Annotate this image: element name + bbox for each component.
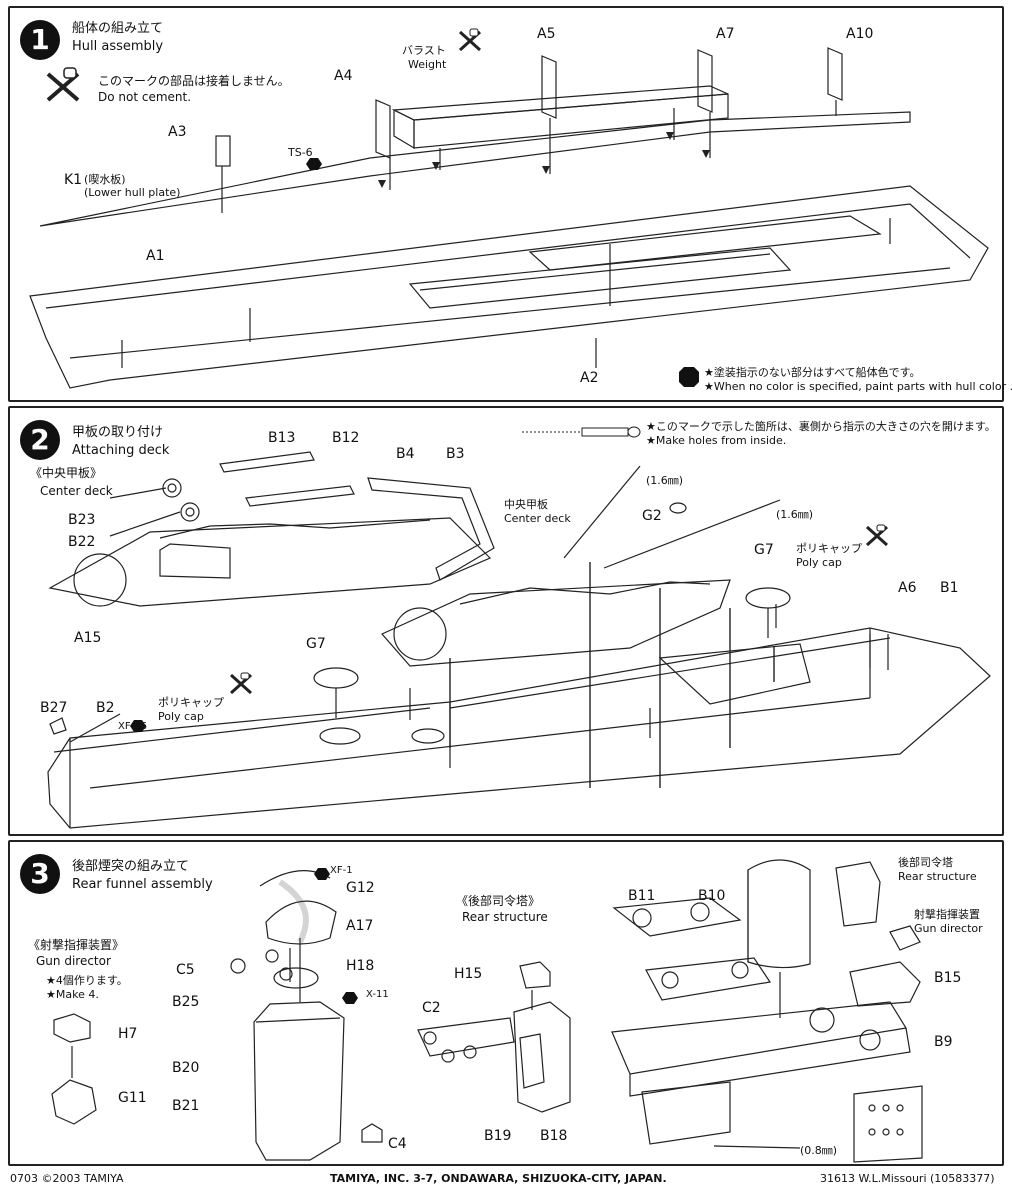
hole-size-2: (1.6㎜) [776, 508, 814, 521]
step2-number: 2 [20, 420, 60, 460]
gun-director-heading-jp: 《射撃指揮装置》 [28, 938, 125, 952]
step3-panel: 3 後部煙突の組み立て Rear funnel assembly 《射撃指揮装置… [8, 840, 1004, 1166]
part-label-h15: H15 [454, 966, 483, 982]
hull-assembly-drawing [29, 47, 989, 389]
part-label-h18: H18 [346, 958, 375, 974]
hull-color-icon [678, 366, 700, 388]
part-label-a1: A1 [146, 248, 165, 264]
gun-director2-jp: 射撃指揮装置 [914, 908, 980, 921]
footer-right: 31613 W.L.Missouri (10583377) [820, 1172, 995, 1185]
step1-number: 1 [20, 20, 60, 60]
rear-structure-heading-jp: 《後部司令塔》 [456, 894, 541, 908]
part-label-b2: B2 [96, 700, 115, 716]
paint-x11: X-11 [366, 989, 389, 1000]
part-label-b12: B12 [332, 430, 360, 446]
make-four-en: ★Make 4. [46, 988, 99, 1001]
make-four-jp: ★4個作ります。 [46, 974, 128, 987]
polycap-left-jp: ポリキャップ [158, 696, 224, 709]
step2-title-jp: 甲板の取り付け [72, 425, 164, 440]
polycap-left-en: Poly cap [158, 710, 204, 723]
part-label-a10: A10 [846, 26, 874, 42]
footer-left: 0703 ©2003 TAMIYA [10, 1172, 124, 1185]
part-label-a17: A17 [346, 918, 374, 934]
part-label-b18: B18 [540, 1128, 568, 1144]
polycap-right-en: Poly cap [796, 556, 842, 569]
center-deck-heading-en: Center deck [40, 484, 113, 498]
part-label-g7-left: G7 [306, 636, 326, 652]
rear-structure2-en: Rear structure [898, 870, 977, 883]
part-label-a2: A2 [580, 370, 599, 386]
part-label-g7-right: G7 [754, 542, 774, 558]
center-deck2-jp: 中央甲板 [504, 498, 548, 511]
center-deck-heading-jp: 《中央甲板》 [30, 466, 103, 480]
gun-director-heading-en: Gun director [36, 954, 111, 968]
part-label-b22: B22 [68, 534, 96, 550]
hull-color-note-en: ★When no color is specified, paint parts… [704, 380, 1012, 393]
gun-director2-en: Gun director [914, 922, 983, 935]
part-label-a7: A7 [716, 26, 735, 42]
part-label-g12: G12 [346, 880, 375, 896]
footer-center: TAMIYA, INC. 3-7, ONDAWARA, SHIZUOKA-CIT… [330, 1172, 667, 1185]
k1-desc-jp: (喫水板) [84, 173, 126, 186]
ballast-label-jp: バラスト [402, 44, 446, 57]
drill-hole-note-jp: ★このマークで示した箇所は、裏側から指示の大きさの穴を開けます。 [646, 420, 996, 433]
no-cement-icon [40, 66, 86, 106]
polycap-right-jp: ポリキャップ [796, 542, 862, 555]
part-label-c4: C4 [388, 1136, 407, 1152]
part-label-g2: G2 [642, 508, 662, 524]
rear-structure-heading-en: Rear structure [462, 910, 548, 924]
part-label-c2: C2 [422, 1000, 441, 1016]
part-label-b4: B4 [396, 446, 415, 462]
hole-size-1: (1.6㎜) [646, 474, 684, 487]
part-label-b13: B13 [268, 430, 296, 446]
no-cement-icon [228, 672, 254, 696]
part-label-b20: B20 [172, 1060, 200, 1076]
part-label-a4: A4 [334, 68, 353, 84]
step3-title-en: Rear funnel assembly [72, 877, 213, 892]
part-label-a3: A3 [168, 124, 187, 140]
step2-title-en: Attaching deck [72, 443, 170, 458]
no-cement-icon [456, 28, 484, 54]
part-label-a5: A5 [537, 26, 556, 42]
step2-panel: 2 甲板の取り付け Attaching deck 《中央甲板》 Center d… [8, 406, 1004, 836]
part-label-b10: B10 [698, 888, 726, 904]
no-cement-icon [864, 524, 890, 548]
deck-assembly-drawing [47, 451, 991, 829]
step1-title-jp: 船体の組み立て [72, 21, 164, 36]
k1-desc-en: (Lower hull plate) [84, 186, 181, 199]
part-label-b3: B3 [446, 446, 465, 462]
part-label-ts6: TS-6 [288, 146, 313, 159]
part-label-b21: B21 [172, 1098, 200, 1114]
part-label-b15: B15 [934, 970, 962, 986]
drill-hole-note-en: ★Make holes from inside. [646, 434, 787, 447]
hull-color-note-jp: ★塗装指示のない部分はすべて船体色です。 [704, 366, 921, 379]
part-label-k1: K1 [64, 172, 83, 188]
drill-size-08: (0.8㎜) [800, 1144, 838, 1157]
part-label-c5: C5 [176, 962, 195, 978]
step3-number: 3 [20, 854, 60, 894]
no-cement-text-en: Do not cement. [98, 90, 192, 104]
part-label-b19: B19 [484, 1128, 512, 1144]
part-label-a6: A6 [898, 580, 917, 596]
paint-xf1: XF-1 [330, 865, 353, 876]
part-label-a15: A15 [74, 630, 102, 646]
part-label-b1: B1 [940, 580, 959, 596]
paint-xf56: XF-56 [118, 721, 147, 732]
step1-panel: 1 船体の組み立て Hull assembly このマークの部品は接着しません。… [8, 6, 1012, 402]
part-label-b25: B25 [172, 994, 200, 1010]
part-label-g11: G11 [118, 1090, 147, 1106]
part-label-h7: H7 [118, 1026, 138, 1042]
no-cement-text-jp: このマークの部品は接着しません。 [98, 74, 290, 88]
center-deck2-en: Center deck [504, 512, 571, 525]
part-label-b11: B11 [628, 888, 656, 904]
part-label-b9: B9 [934, 1034, 953, 1050]
part-label-b23: B23 [68, 512, 96, 528]
ballast-label-en: Weight [408, 58, 447, 71]
rear-structure2-jp: 後部司令塔 [898, 856, 953, 869]
part-label-b27: B27 [40, 700, 68, 716]
step3-title-jp: 後部煙突の組み立て [72, 859, 190, 874]
step1-title-en: Hull assembly [72, 39, 164, 54]
drill-hole-icon [522, 426, 642, 438]
